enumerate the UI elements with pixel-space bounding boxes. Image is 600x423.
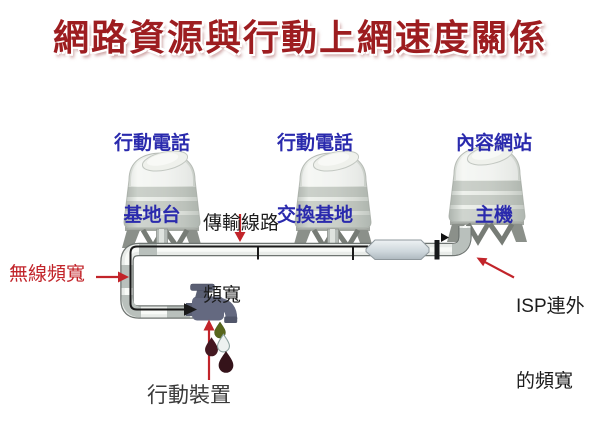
tank-label-host: 內容網站 主機 [456,84,532,276]
flow-direction-arrow-icon [441,233,449,242]
pipe-black-band [434,240,440,260]
tank-stub-pipes [156,228,339,246]
annotation-line: 傳輸線路 [203,213,280,234]
tank-label-line: 行動電話 [276,133,354,154]
mobile-device-label: 行動裝置 [147,384,231,407]
tank-label-line: 基地台 [123,205,181,226]
tank-label-line: 行動電話 [113,133,191,154]
tank-label-line: 內容網站 [455,133,533,154]
tank-label-line: 交換基地 [276,205,354,226]
tank-label-switching: 行動電話 交換基地 [277,84,353,276]
flow-arrow-icon [184,303,197,316]
isp-bandwidth-label: ISP連外 的頻寬 [516,244,585,423]
annotation-line: 頻寬 [203,285,242,306]
annotation-line: 的頻寬 [516,371,574,392]
wireless-arrow-icon [96,271,129,283]
pipe-sleeve [365,239,430,260]
tank-label-base-station: 行動電話 基地台 [114,84,190,276]
page-title: 網路資源與行動上網速度關係 [52,17,547,58]
transmission-bandwidth-label: 傳輸線路 頻寬 [203,164,279,356]
isp-arrow-icon [476,257,515,279]
tank-label-line: 主機 [474,205,514,226]
flow-line [129,245,368,316]
wireless-bandwidth-label: 無線頻寬 [9,264,86,285]
transmission-arrow-icon [234,214,246,242]
annotation-line: ISP連外 [516,296,585,317]
red-arrows [96,214,515,380]
